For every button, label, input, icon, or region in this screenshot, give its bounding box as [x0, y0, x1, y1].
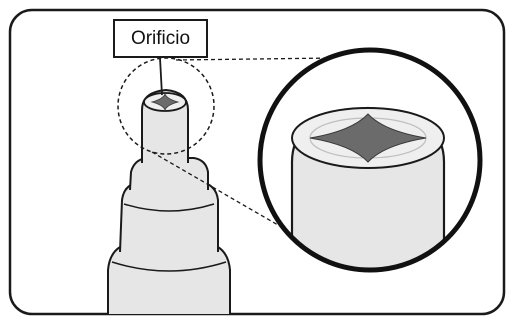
star-orifice-icon — [309, 113, 427, 163]
bottle-tip-icon — [107, 88, 231, 314]
zoom-connector-bottom — [151, 151, 291, 233]
orifice-label-box: Orificio — [113, 19, 208, 58]
magnified-view-icon — [257, 47, 483, 273]
focus-circle — [117, 57, 215, 155]
callout-pointer — [159, 57, 163, 96]
zoom-connector-top — [175, 57, 335, 61]
orifice-label: Orificio — [130, 27, 191, 49]
